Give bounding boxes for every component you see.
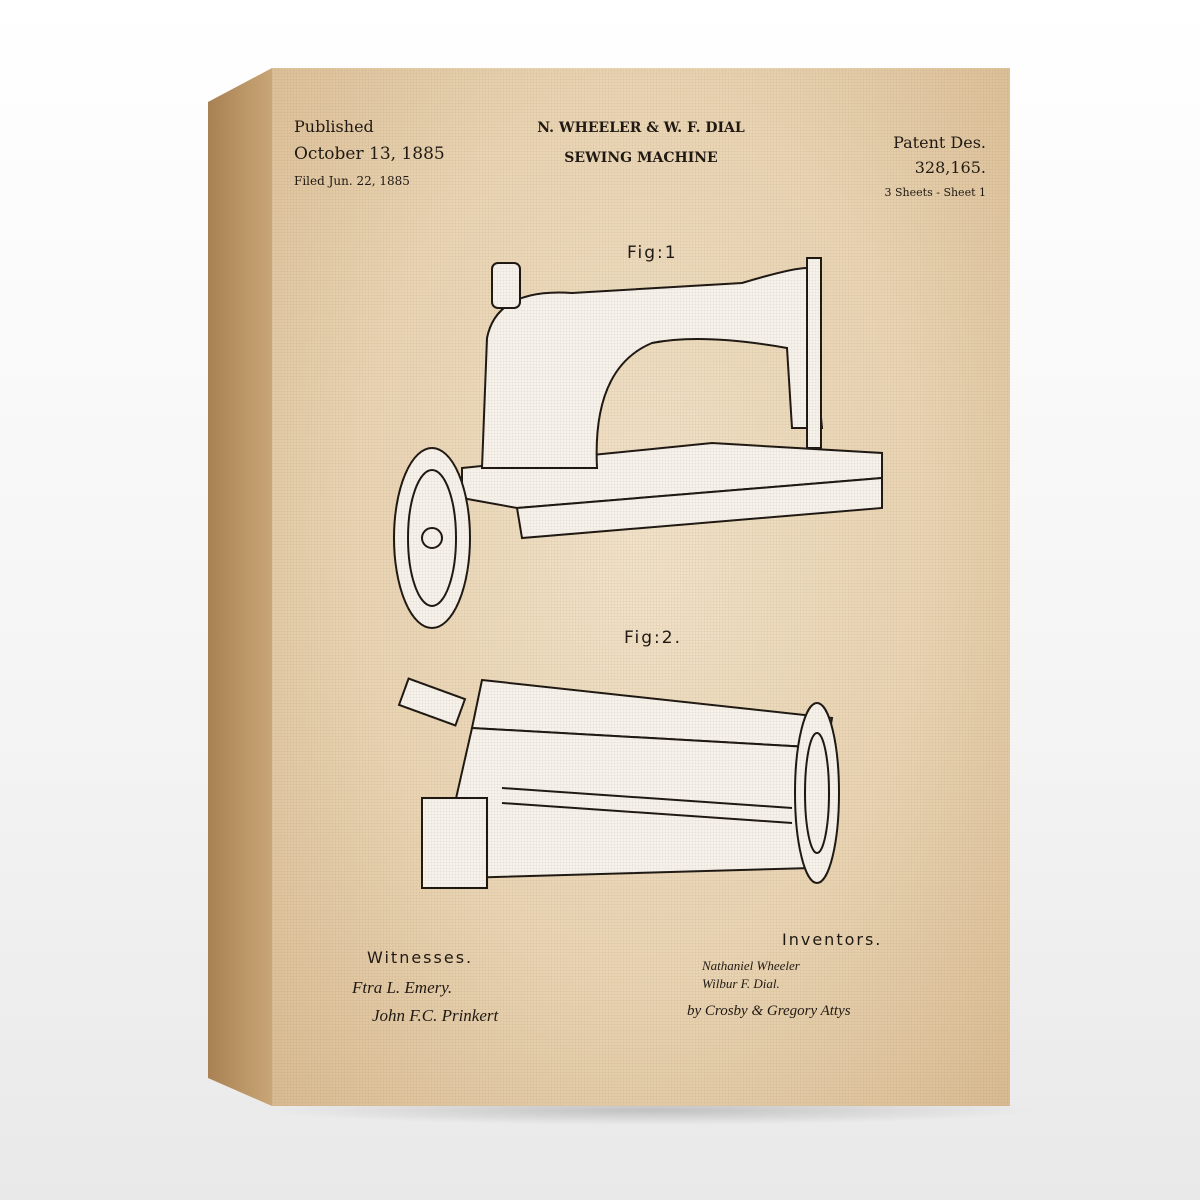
figure-2-label: Fig:2. [624,628,683,648]
published-date: October 13, 1885 [294,144,445,164]
witnesses-label: Witnesses. [367,948,474,967]
inventor-signature: Wilbur F. Dial. [702,976,780,991]
attorney-signature: by Crosby & Gregory Attys [687,1003,851,1019]
patent-print-canvas: Published October 13, 1885 Filed Jun. 22… [272,68,1010,1106]
figure-2-drawing [397,677,840,889]
inventors-label: Inventors. [782,930,883,949]
sheet-count: 3 Sheets - Sheet 1 [884,186,986,199]
published-label: Published [294,117,374,136]
filed-date: Filed Jun. 22, 1885 [294,174,410,188]
inventors-heading: N. WHEELER & W. F. DIAL [537,120,745,136]
patent-title: SEWING MACHINE [564,150,718,166]
patent-label: Patent Des. [893,133,986,152]
sewing-machine-drawings [393,257,883,889]
figure-1-drawing [393,257,883,629]
figure-1-label: Fig:1 [627,243,678,263]
patent-number: 328,165. [914,158,986,177]
witness-signature: John F.C. Prinkert [372,1006,499,1025]
inventor-signature: Nathaniel Wheeler [702,958,800,973]
witness-signature: Ftra L. Emery. [352,978,453,997]
